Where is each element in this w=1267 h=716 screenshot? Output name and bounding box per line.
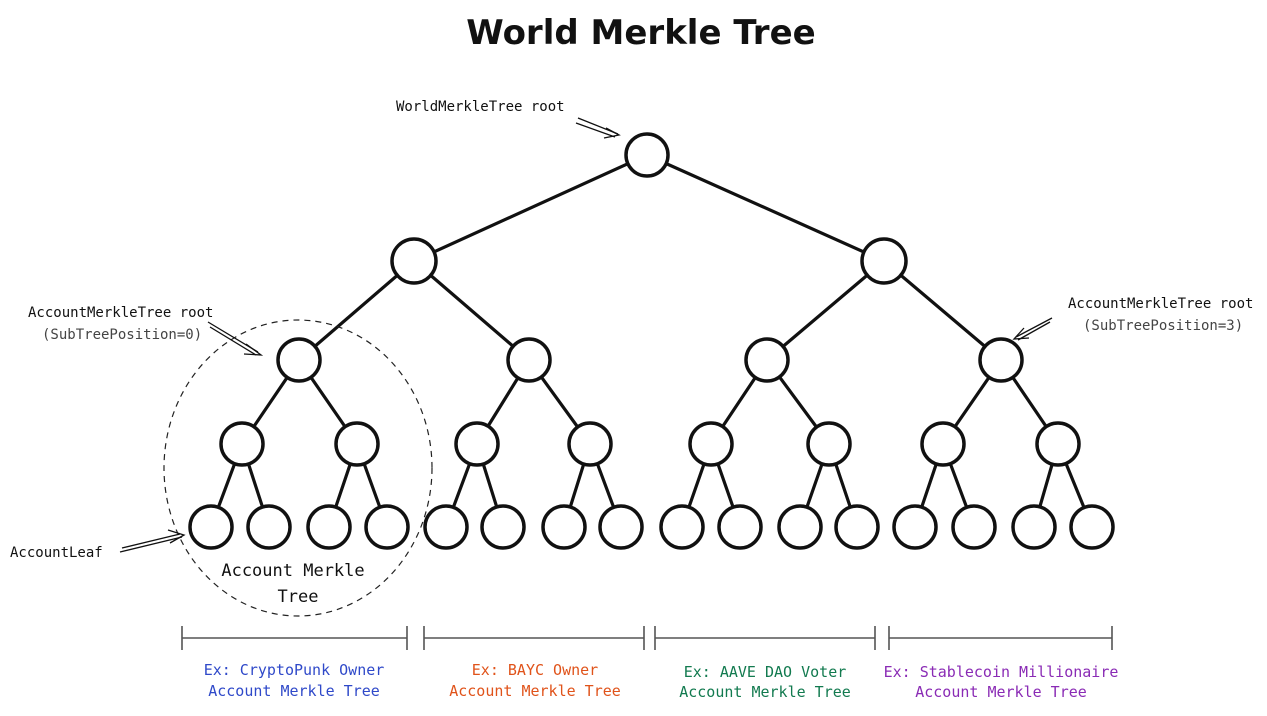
account-root-left-position: (SubTreePosition=0)	[42, 327, 202, 343]
tree-node	[506, 337, 552, 383]
account-root-right-position: (SubTreePosition=3)	[1083, 318, 1243, 334]
tree-node	[567, 421, 613, 467]
account-leaf-node	[598, 504, 644, 550]
account-leaf-annotation: AccountLeaf	[10, 545, 103, 561]
account-leaf-arrow-icon	[119, 529, 186, 553]
account-leaf-node	[306, 504, 352, 550]
account-leaf-node	[480, 504, 526, 550]
account-leaf-node	[188, 504, 234, 550]
tree-node	[390, 237, 438, 285]
world-root-arrow-icon	[575, 117, 621, 139]
group-label-3: Ex: Stablecoin Millionaire Account Merkl…	[884, 663, 1119, 701]
tree-edge	[765, 259, 886, 362]
group-brackets	[181, 626, 1113, 650]
group-3-line2: Account Merkle Tree	[915, 683, 1087, 701]
account-root-left-arrow-icon	[207, 321, 264, 356]
account-root-left-annotation: AccountMerkleTree root	[28, 305, 213, 321]
tree-node	[334, 421, 380, 467]
tree-node	[688, 421, 734, 467]
account-leaf-node	[777, 504, 823, 550]
group-label-1: Ex: BAYC Owner Account Merkle Tree	[449, 661, 621, 700]
tree-nodes	[188, 132, 1115, 550]
group-1-line2: Account Merkle Tree	[449, 682, 621, 700]
tree-node	[276, 337, 322, 383]
subtree-label-line1: Account Merkle	[221, 561, 364, 581]
tree-node	[744, 337, 790, 383]
tree-edge	[297, 259, 416, 362]
group-2-line1: Ex: AAVE DAO Voter	[684, 663, 847, 681]
subtree-label-line2: Tree	[278, 587, 319, 607]
account-leaf-node	[246, 504, 292, 550]
tree-edge	[412, 153, 649, 263]
group-0-line2: Account Merkle Tree	[208, 682, 380, 700]
group-3-line1: Ex: Stablecoin Millionaire	[884, 663, 1119, 681]
tree-node	[219, 421, 265, 467]
account-subtree-outline	[163, 319, 433, 617]
tree-edge	[882, 259, 1003, 362]
account-root-right-arrow-icon	[1012, 317, 1053, 341]
account-leaf-node	[364, 504, 410, 550]
account-leaf-node	[834, 504, 880, 550]
group-1-line1: Ex: BAYC Owner	[472, 661, 598, 679]
account-leaf-node	[659, 504, 705, 550]
world-root-annotation: WorldMerkleTree root	[396, 99, 565, 115]
diagram-title: World Merkle Tree	[466, 13, 815, 53]
account-leaf-node	[892, 504, 938, 550]
tree-node	[860, 237, 908, 285]
group-bracket	[654, 626, 876, 650]
account-leaf-node	[541, 504, 587, 550]
group-0-line1: Ex: CryptoPunk Owner	[204, 661, 385, 679]
group-bracket	[423, 626, 645, 650]
account-leaf-node	[423, 504, 469, 550]
account-leaf-node	[717, 504, 763, 550]
group-label-2: Ex: AAVE DAO Voter Account Merkle Tree	[679, 663, 851, 701]
tree-node	[920, 421, 966, 467]
group-label-0: Ex: CryptoPunk Owner Account Merkle Tree	[204, 661, 385, 700]
account-root-right-annotation: AccountMerkleTree root	[1068, 296, 1253, 312]
tree-edges	[209, 153, 1094, 529]
account-leaf-node	[1069, 504, 1115, 550]
group-bracket	[181, 626, 408, 650]
account-leaf-node	[1011, 504, 1057, 550]
tree-edge	[645, 153, 886, 263]
tree-edge	[412, 259, 531, 362]
tree-node	[1035, 421, 1081, 467]
group-bracket	[888, 626, 1113, 650]
group-2-line2: Account Merkle Tree	[679, 683, 851, 701]
tree-node	[978, 337, 1024, 383]
tree-node	[454, 421, 500, 467]
world-root-node	[624, 132, 670, 178]
account-leaf-node	[951, 504, 997, 550]
tree-node	[806, 421, 852, 467]
